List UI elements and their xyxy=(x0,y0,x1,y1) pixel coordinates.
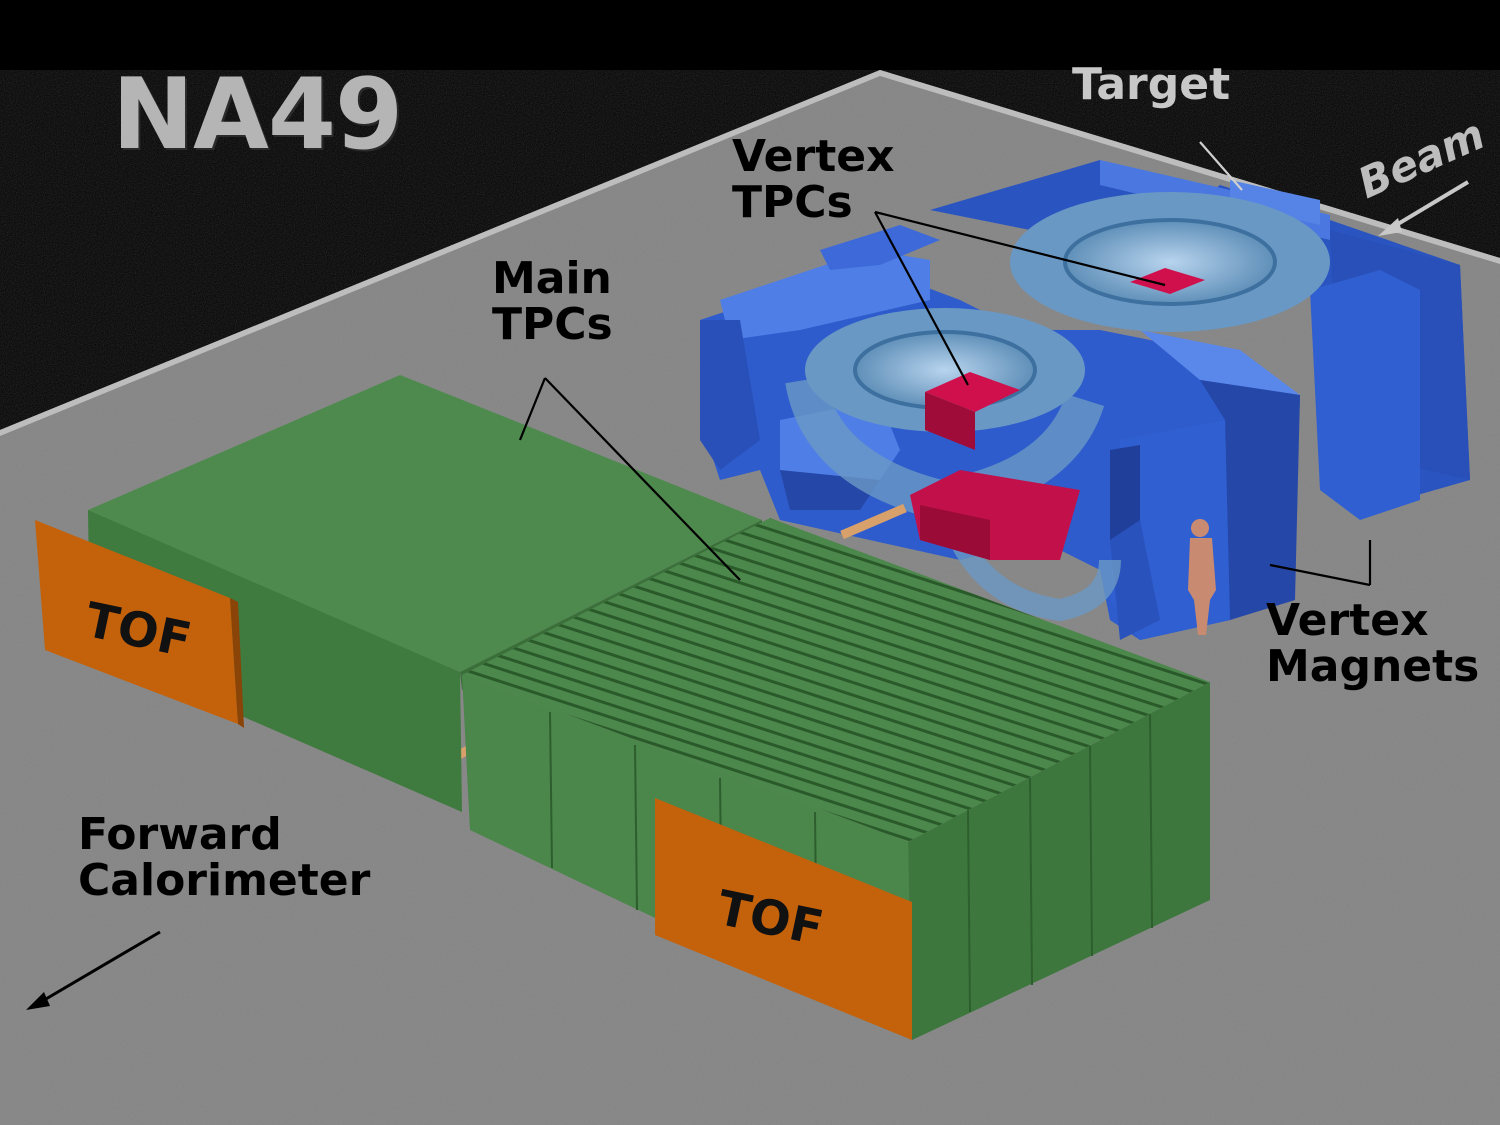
pointer-lines xyxy=(518,141,1372,587)
tof-right-wall xyxy=(655,798,912,1040)
forward-calorimeter-label: Forward Calorimeter xyxy=(78,809,371,907)
beam-arrow xyxy=(1378,180,1470,236)
vertex-magnets-label: Vertex Magnets xyxy=(1266,595,1480,693)
vertex-tpcs-label-line1: Vertex xyxy=(732,131,895,182)
vertex-tpcs xyxy=(910,268,1205,560)
main-tpcs-label: Main TPCs xyxy=(492,253,613,351)
vertex-tpcs-label: Vertex TPCs xyxy=(732,131,895,229)
forward-calorimeter-arrow xyxy=(26,930,161,1010)
forward-calorimeter-label-line2: Calorimeter xyxy=(78,855,371,907)
person-scale-figure xyxy=(1188,519,1216,635)
vertex-magnets-label-line1: Vertex xyxy=(1266,595,1429,646)
tof-left-wall xyxy=(35,520,244,728)
main-tpcs-label-line1: Main xyxy=(492,253,612,304)
page-title: NA49 xyxy=(112,58,403,172)
beam-pipe-upper xyxy=(840,503,907,540)
vertex-tpcs-label-line2: TPCs xyxy=(732,177,853,229)
forward-calorimeter-label-line1: Forward xyxy=(78,809,282,860)
vertex-coils xyxy=(785,192,1330,622)
target-label: Target xyxy=(1072,59,1231,110)
vertex-magnets-label-line2: Magnets xyxy=(1266,641,1480,693)
main-tpcs-label-line2: TPCs xyxy=(492,299,613,351)
